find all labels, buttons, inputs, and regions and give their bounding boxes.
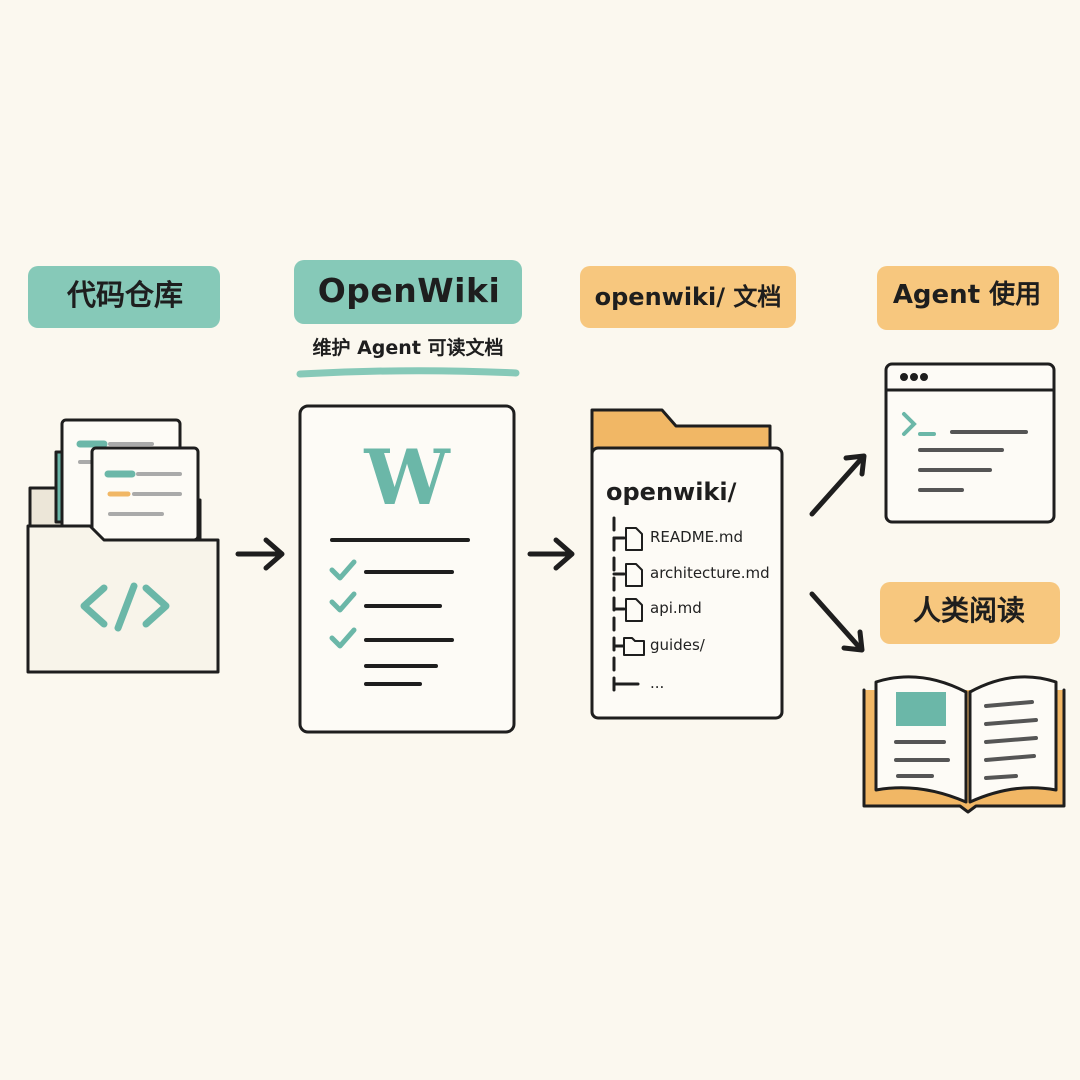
arrow-docs-to-human <box>809 591 865 653</box>
human-label-highlight <box>880 582 1060 644</box>
openwiki-underline <box>296 367 520 378</box>
openwiki-sublabel: 维护 Agent 可读文档 <box>312 337 504 359</box>
open-folder-icon <box>590 408 784 720</box>
open-book-icon <box>862 675 1066 814</box>
file-label-readme: README.md <box>650 528 744 546</box>
file-label-architecture: architecture.md <box>650 564 770 582</box>
wiki-logo-letter: W <box>364 433 450 522</box>
openwiki-label-highlight <box>294 260 522 324</box>
file-icon <box>625 527 643 551</box>
arrow-openwiki-to-docs <box>527 537 575 571</box>
folder-title: openwiki/ <box>606 478 737 506</box>
code-folder-icon <box>26 418 220 674</box>
agent-label-highlight <box>877 266 1059 330</box>
file-icon <box>625 598 643 622</box>
terminal-window-icon <box>884 362 1056 524</box>
docs-label: openwiki/ 文档 <box>594 283 782 311</box>
book-image-block <box>896 692 946 726</box>
file-label-more: ... <box>650 674 665 692</box>
file-label-api: api.md <box>650 599 702 617</box>
repo-label-highlight <box>28 266 220 328</box>
wiki-document-icon <box>298 404 516 734</box>
agent-label: Agent 使用 <box>892 280 1042 310</box>
repo-label: 代码仓库 <box>66 278 183 312</box>
code-brackets-icon <box>80 582 170 632</box>
folder-small-icon <box>623 637 645 656</box>
human-label: 人类阅读 <box>912 594 1025 627</box>
file-label-guides: guides/ <box>650 636 705 654</box>
arrow-docs-to-agent <box>809 453 867 517</box>
checkmark-icon <box>329 559 357 649</box>
arrow-repo-to-openwiki <box>235 537 285 571</box>
openwiki-label: OpenWiki <box>317 271 501 310</box>
prompt-icon <box>902 412 936 436</box>
docs-label-highlight <box>580 266 796 328</box>
file-icon <box>625 563 643 587</box>
